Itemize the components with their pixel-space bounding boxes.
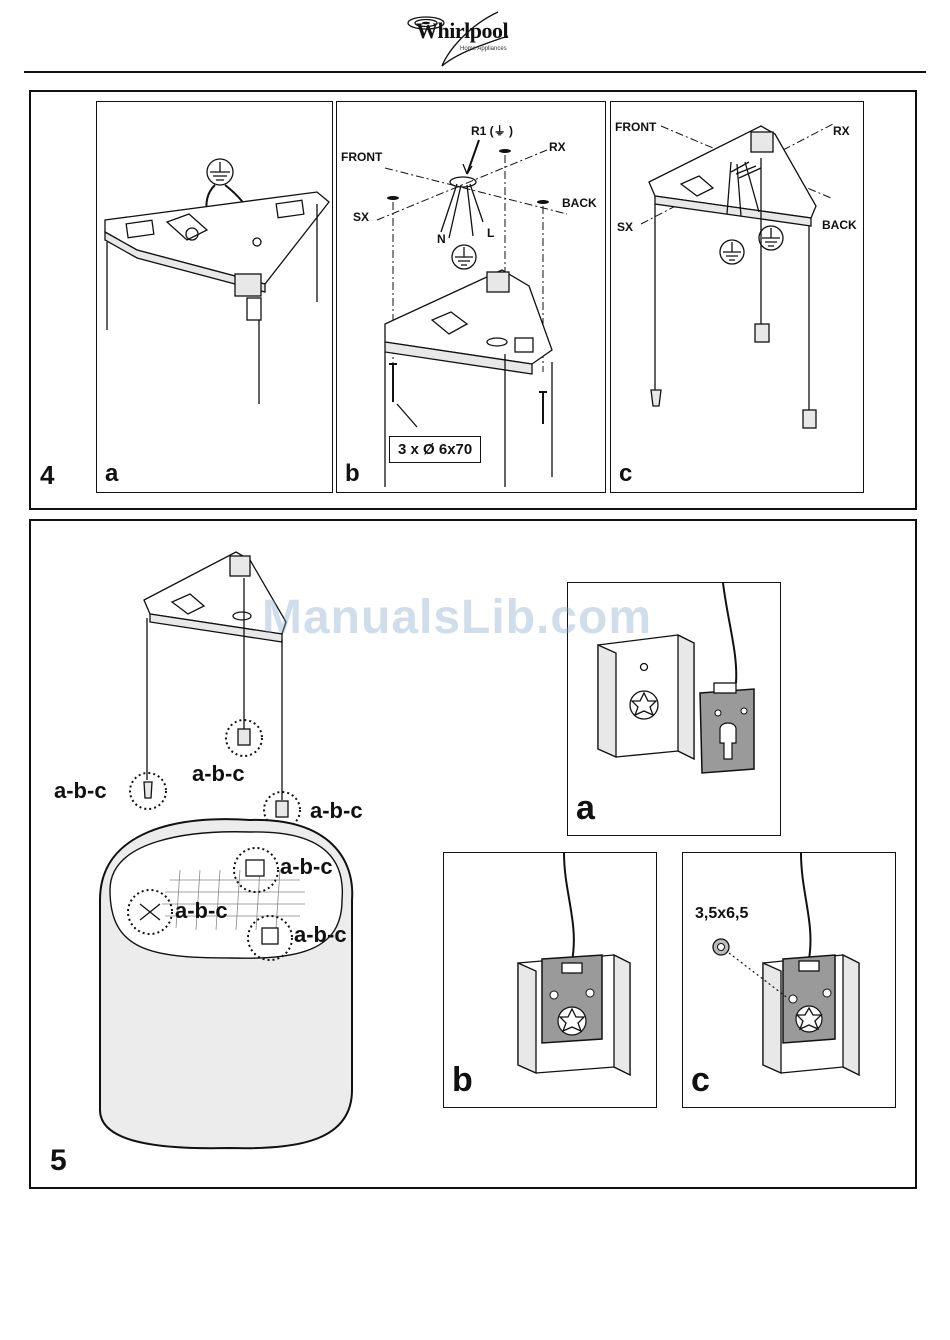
header-rule (24, 71, 926, 73)
callout-a-b-c: a-b-c (310, 798, 363, 824)
figure-4b-panel: FRONT RX SX BACK R1 (⏚ ) N L 3 x Ø 6x70 … (336, 101, 606, 493)
callout-a-b-c: a-b-c (175, 898, 228, 924)
label-front: FRONT (341, 150, 382, 164)
brand-name: Whirlpool (416, 18, 508, 44)
figure-5c-panel: 3,5x6,5 c (682, 852, 896, 1108)
figure-5c-drawing (683, 853, 897, 1109)
label-front: FRONT (615, 120, 656, 134)
figure-5b-panel: b (443, 852, 657, 1108)
figure-4-number: 4 (40, 460, 54, 491)
panel-letter: c (691, 1061, 710, 1100)
label-rx: RX (549, 140, 566, 154)
panel-letter: b (345, 460, 360, 488)
label-n: N (437, 232, 446, 246)
label-rx: RX (833, 124, 850, 138)
callout-a-b-c: a-b-c (192, 761, 245, 787)
label-back: BACK (562, 196, 597, 210)
callout-a-b-c: a-b-c (280, 854, 333, 880)
screw-spec-box: 3 x Ø 6x70 (389, 436, 481, 463)
panel-letter: b (452, 1061, 473, 1100)
label-r1: R1 (⏚ ) (471, 122, 513, 139)
callout-a-b-c: a-b-c (54, 778, 107, 804)
label-sx: SX (617, 220, 633, 234)
figure-4a-drawing (97, 102, 334, 494)
figure-5b-drawing (444, 853, 658, 1109)
figure-4c-panel: FRONT RX SX BACK c (610, 101, 864, 493)
label-l: L (487, 226, 494, 240)
figure-4a-panel: a (96, 101, 333, 493)
figure-5-number: 5 (50, 1144, 67, 1178)
watermark: ManualsLib.com (262, 590, 652, 645)
panel-letter: c (619, 460, 632, 488)
callout-a-b-c: a-b-c (294, 922, 347, 948)
label-sx: SX (353, 210, 369, 224)
figure-4c-drawing (611, 102, 865, 494)
panel-letter: a (105, 460, 118, 488)
brand-subtitle: Home Appliances (460, 46, 507, 52)
panel-letter: a (576, 789, 595, 828)
label-back: BACK (822, 218, 857, 232)
screw-spec-label: 3,5x6,5 (695, 905, 748, 923)
brand-logo: Whirlpool Home Appliances (398, 6, 538, 70)
